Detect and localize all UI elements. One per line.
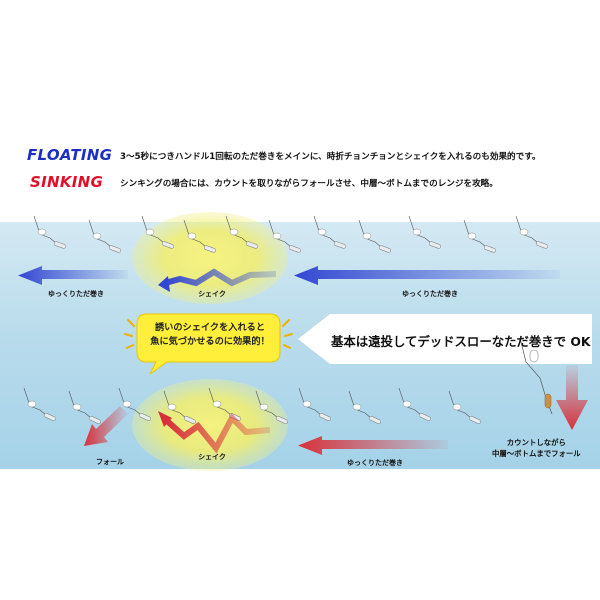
lure-illustration xyxy=(255,390,288,424)
top-right-arrow xyxy=(294,266,560,285)
lure-illustration xyxy=(515,215,549,249)
lure-illustration xyxy=(141,215,175,249)
lure-illustration xyxy=(183,219,217,253)
lure-illustration xyxy=(408,215,442,249)
top-left-label: ゆっくりただ巻き xyxy=(48,290,104,298)
bottom-fall-label: フォール xyxy=(96,458,124,466)
lure-illustration xyxy=(33,215,67,249)
lure-illustration xyxy=(163,390,196,424)
lure-illustration xyxy=(23,387,56,421)
callout-line-2: 魚に気づかせるのに効果的！ xyxy=(150,336,270,347)
bottom-shake-arrowhead xyxy=(158,411,172,427)
sinking-tag: SINKING xyxy=(30,173,104,191)
lure-illustration xyxy=(268,219,302,253)
lure-illustration xyxy=(88,219,122,253)
callout-line-1: 誘いのシェイクを入れると xyxy=(154,322,266,333)
shake-callout-text: 誘いのシェイクを入れると 魚に気づかせるのに効果的！ xyxy=(140,321,280,349)
callout-emphasis-lines xyxy=(124,319,293,349)
bottom-shake-label: シェイク xyxy=(198,453,226,461)
lure-illustration xyxy=(313,215,347,249)
floating-tag: FLOATING xyxy=(27,146,113,164)
lure-illustration xyxy=(448,390,481,424)
lure-illustration xyxy=(348,390,381,424)
sinking-description: シンキングの場合には、カウントを取りながらフォールさせ、中層～ボトムまでのレンジ… xyxy=(120,179,498,189)
sink-down-arrow xyxy=(556,365,588,430)
lure-illustration xyxy=(68,390,101,424)
lure-illustration xyxy=(463,219,497,253)
lure-illustration xyxy=(358,219,392,253)
bottom-retrieve-label: ゆっくりただ巻き xyxy=(347,459,403,467)
lure-illustration xyxy=(398,387,431,421)
bottom-shake-zigzag xyxy=(164,413,271,454)
top-left-arrow xyxy=(18,266,128,285)
main-message-arrow xyxy=(298,314,592,364)
lure-illustration xyxy=(225,215,259,249)
count-note-line-1: カウントしながら xyxy=(506,438,566,447)
shake-callout-bubble xyxy=(136,313,281,375)
floating-description: 3～5秒につきハンドル1回転のただ巻きをメインに、時折チョンチョンとシェイクを入… xyxy=(120,152,541,162)
main-message: 基本は遠投してデッドスローなただ巻きで OK xyxy=(331,334,591,349)
bottom-fall-arrow xyxy=(84,406,128,446)
count-note-line-2: 中層～ボトムまでフォール xyxy=(492,449,581,458)
bottom-retrieve-arrow xyxy=(298,436,448,455)
lure-illustration xyxy=(298,387,331,421)
top-shake-label: シェイク xyxy=(198,290,226,298)
top-right-label: ゆっくりただ巻き xyxy=(402,290,458,298)
bottom-shake-highlight xyxy=(132,379,288,471)
top-shake-zigzag xyxy=(164,268,277,287)
top-shake-arrowhead xyxy=(158,276,170,292)
lure-illustration xyxy=(118,387,151,421)
count-note: カウントしながら 中層～ボトムまでフォール xyxy=(492,437,581,459)
